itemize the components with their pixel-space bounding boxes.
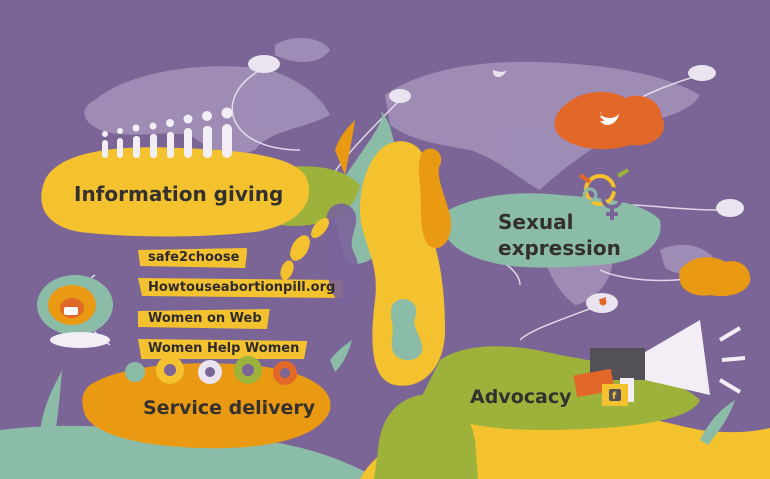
twitter-icon xyxy=(600,111,619,125)
people-icon xyxy=(102,107,233,158)
link-label: Women on Web xyxy=(148,311,262,326)
figure-purple xyxy=(325,203,359,305)
bird-icon xyxy=(493,70,507,77)
advocacy-blob xyxy=(420,346,700,430)
figure-yellow xyxy=(360,141,445,386)
gears-icon xyxy=(125,356,297,385)
label-sexual-expression-2: expression xyxy=(498,236,621,260)
link-label: Women Help Women xyxy=(148,341,300,356)
plants xyxy=(40,340,735,445)
service-delivery-blob xyxy=(82,363,331,449)
chat-circle-illustration xyxy=(37,275,113,348)
link-label: Howtouseabortionpill.org xyxy=(148,280,336,295)
leaf-shapes xyxy=(280,218,329,280)
link-safe2choose[interactable]: safe2choose xyxy=(138,248,248,268)
label-information-giving: Information giving xyxy=(74,182,284,206)
link-women-on-web[interactable]: Women on Web xyxy=(138,309,270,329)
link-label: safe2choose xyxy=(148,250,240,265)
information-giving-blob xyxy=(41,147,310,237)
figure-orange xyxy=(418,148,451,249)
label-advocacy: Advocacy xyxy=(470,386,572,408)
ground-teal xyxy=(0,425,380,479)
figure-teal xyxy=(390,299,423,361)
label-sexual-expression-1: Sexual xyxy=(498,210,574,234)
label-service-delivery: Service delivery xyxy=(143,397,316,419)
facebook-icon: f xyxy=(602,384,628,406)
link-women-help-women[interactable]: Women Help Women xyxy=(138,339,308,359)
gender-symbols-icon xyxy=(578,168,630,220)
orange-cloud xyxy=(679,257,751,297)
svg-text:f: f xyxy=(612,391,617,402)
sexual-expression-blob xyxy=(440,193,661,268)
link-howtouseabortionpill[interactable]: Howtouseabortionpill.org xyxy=(138,278,344,298)
chat-bubble-icon xyxy=(598,297,607,306)
